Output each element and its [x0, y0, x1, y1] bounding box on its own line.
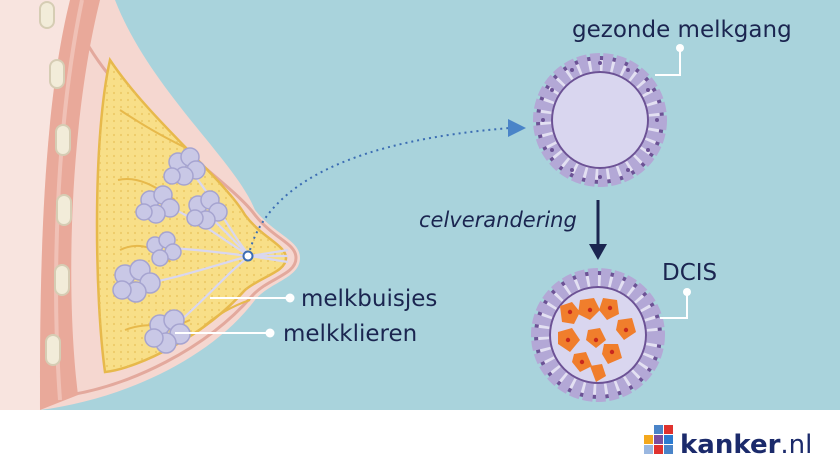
gland-lobule: [144, 309, 191, 354]
gland-lobule: [146, 231, 182, 267]
label-milk-glands: melkklieren: [283, 321, 417, 347]
healthy-duct: [533, 53, 667, 187]
label-healthy-duct: gezonde melkgang: [572, 17, 792, 43]
cell-change-arrow-head: [589, 244, 607, 260]
healthy-duct-leader-dot: [676, 44, 684, 52]
dcis-leader: [660, 292, 688, 319]
gland-lobule: [163, 147, 206, 186]
brand-name-main: kanker: [680, 430, 781, 460]
milk-glands: [112, 147, 228, 354]
footer-band: [0, 410, 840, 473]
brand-name-tld: .nl: [780, 430, 812, 460]
gland-lobule: [186, 190, 228, 230]
zoom-arrow-head: [508, 119, 526, 137]
gland-lobule: [135, 185, 180, 224]
milk-ducts-leader-dot: [285, 293, 295, 303]
label-dcis: DCIS: [662, 260, 717, 286]
dcis-duct: [531, 268, 665, 402]
brand-mark-icon: [644, 425, 673, 454]
healthy-duct-leader: [655, 48, 681, 76]
gland-lobule: [112, 259, 161, 303]
rib-layer: [0, 0, 70, 410]
label-milk-ducts: melkbuisjes: [301, 286, 437, 312]
brand-logo[interactable]: kanker.nl: [644, 425, 812, 460]
cell-nuclei: [541, 61, 659, 179]
ribs: [39, 1, 72, 366]
label-cell-change: celverandering: [419, 208, 577, 232]
brand-name: kanker.nl: [680, 430, 812, 460]
dcis-leader-dot: [683, 288, 691, 296]
breast-cross-section: [0, 0, 300, 410]
tumor-cells: [558, 298, 636, 382]
tumor-nuclei: [565, 305, 629, 365]
milk-glands-leader-dot: [265, 328, 275, 338]
duct-highlight-marker: [242, 250, 254, 262]
